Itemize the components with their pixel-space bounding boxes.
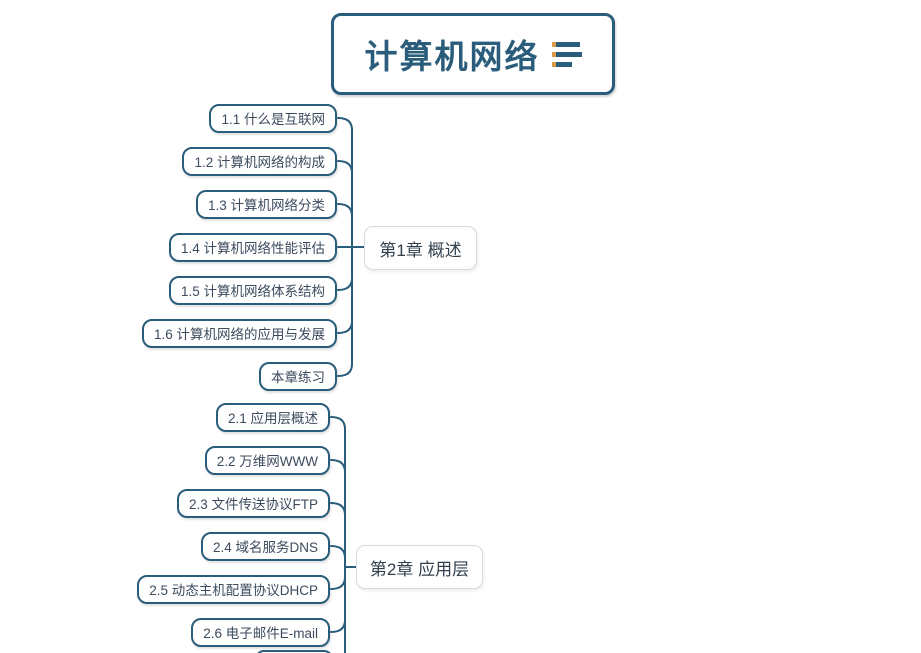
notes-icon-bar: [551, 51, 582, 57]
topic-2-6[interactable]: 2.6 电子邮件E-mail: [191, 617, 330, 647]
topic-2-5[interactable]: 2.5 动态主机配置协议DHCP: [137, 574, 330, 604]
root-topic[interactable]: 计算机网络: [331, 13, 615, 95]
topic-chapter-2[interactable]: 第2章 应用层: [356, 545, 483, 589]
topic-chapter-1[interactable]: 第1章 概述: [364, 226, 477, 270]
notes-icon[interactable]: [551, 41, 582, 67]
topic-1-2[interactable]: 1.2 计算机网络的构成: [182, 146, 337, 176]
topic-2-1[interactable]: 2.1 应用层概述: [215, 402, 330, 432]
topic-2-4[interactable]: 2.4 域名服务DNS: [200, 531, 330, 561]
topic-1-4[interactable]: 1.4 计算机网络性能评估: [168, 232, 337, 262]
topic-1-5[interactable]: 1.5 计算机网络体系结构: [168, 275, 337, 305]
topic-1-6[interactable]: 1.6 计算机网络的应用与发展: [141, 318, 337, 348]
notes-icon-bar: [551, 61, 572, 67]
topic-1-3[interactable]: 1.3 计算机网络分类: [195, 189, 337, 219]
topic-2-3[interactable]: 2.3 文件传送协议FTP: [176, 488, 330, 518]
notes-icon-bar: [551, 41, 580, 47]
topic-1-exercise[interactable]: 本章练习: [259, 361, 337, 391]
topic-1-1[interactable]: 1.1 什么是互联网: [209, 103, 337, 133]
topic-2-2[interactable]: 2.2 万维网WWW: [204, 445, 330, 475]
root-topic-title: 计算机网络: [364, 38, 540, 75]
